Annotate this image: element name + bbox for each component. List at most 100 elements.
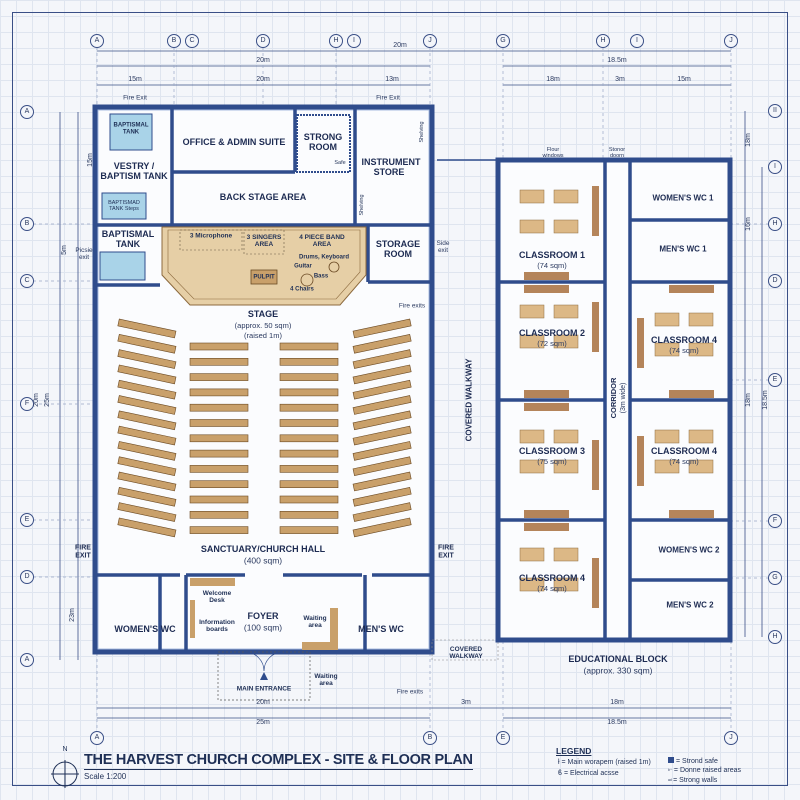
classroom-1-label: CLASSROOM 1 — [518, 250, 586, 261]
grid-bubble-left: D — [20, 570, 34, 584]
dim-top-edu: 18.5m — [607, 57, 627, 65]
pew — [189, 388, 249, 397]
pew — [279, 434, 339, 443]
wall-symbol-icon: ᵃᵈ — [668, 778, 674, 784]
drums-keyboard-label: Drums, Keyboard — [298, 254, 350, 261]
electrical-symbol-icon: ϐ — [558, 770, 564, 777]
singers-area-label: 3 SINGERS AREA — [246, 233, 282, 248]
desk — [519, 334, 545, 349]
grid-bubble-right: H — [768, 630, 782, 644]
waiting-area-label: Waiting area — [303, 614, 327, 629]
pew — [352, 456, 412, 476]
dim-segment: 3m — [615, 76, 625, 84]
legend-item: = Strond safe — [668, 757, 718, 765]
shelving-label: Shelving — [358, 194, 365, 216]
grid-bubble-top: J — [724, 34, 738, 48]
desk — [519, 219, 545, 234]
classroom-4b-label: CLASSROOM 4 — [650, 335, 718, 346]
waiting-area-label: Waiting area — [314, 672, 338, 687]
dimension-lines — [59, 50, 763, 719]
legend-item: ᵇ⁻ = Donne raised areas — [668, 767, 742, 774]
bass-label: Bass — [313, 273, 329, 280]
pews — [117, 318, 412, 538]
dim-bottom: 20m — [256, 699, 270, 707]
corridor-width-label: (3m wide) — [620, 382, 628, 414]
mens-wc2-label: MEN'S WC 2 — [666, 600, 714, 610]
legend-item: ϐ = Electrical acsse — [558, 770, 619, 777]
pulpit-symbol-icon: ł — [558, 759, 562, 766]
pew — [189, 342, 249, 351]
desk — [553, 459, 579, 474]
pew — [117, 471, 177, 492]
stage-area-label: (approx. 50 sqm) — [234, 320, 292, 330]
classroom-3-area: (75 sqm) — [537, 456, 567, 466]
fire-exits-label: Fire exits — [398, 302, 426, 310]
grid-bubble-bottom: E — [496, 731, 510, 745]
desk — [553, 304, 579, 319]
stonor-door-label: Stonor doorn — [608, 146, 626, 159]
baptismal-tank-label: BAPTISMAL TANK — [101, 229, 155, 249]
mens-wc-label: MEN'S WC — [358, 624, 404, 635]
dim-left: 20m — [33, 393, 41, 407]
grid-bubble-right: II — [768, 104, 782, 118]
dim-segment: 15m — [677, 76, 691, 84]
dim-left: 23m — [69, 608, 77, 622]
office-label: OFFICE & ADMIN SUITE — [182, 137, 286, 148]
pew — [352, 318, 412, 339]
baptismal-tank-top-label: BAPTISMAL TANK — [113, 122, 149, 135]
safe-symbol-icon — [668, 757, 674, 763]
desk — [688, 459, 714, 474]
desk — [654, 459, 680, 474]
grid-bubble-left: F — [20, 397, 34, 411]
desk — [553, 577, 579, 592]
pew — [352, 349, 412, 369]
stage-label: STAGE — [247, 309, 279, 320]
main-entrance-label: MAIN ENTRANCE — [236, 685, 292, 693]
foyer-area-label: (100 sqm) — [243, 622, 283, 633]
pew — [279, 357, 339, 366]
desk — [519, 459, 545, 474]
pew — [189, 357, 249, 366]
pew — [189, 403, 249, 412]
dim-right: 18.5m — [762, 390, 770, 410]
information-boards-label: Information boards — [199, 618, 235, 633]
pew — [352, 471, 412, 492]
covered-walkway-label: COVERED WALKWAY — [464, 358, 474, 442]
pew — [279, 388, 339, 397]
pew — [189, 465, 249, 473]
fire-exit-label: Fire Exit — [123, 94, 147, 102]
dim-right: 16m — [745, 217, 753, 231]
grid-bubble-bottom: B — [423, 731, 437, 745]
fire-exit-label: Fire Exit — [376, 94, 400, 102]
grid-bubble-top: H — [596, 34, 610, 48]
pew — [189, 449, 249, 458]
desk — [519, 577, 545, 592]
classroom-3-label: CLASSROOM 3 — [518, 446, 586, 457]
pew — [189, 419, 249, 427]
drawing-frame — [12, 12, 788, 786]
desk — [688, 429, 714, 444]
grid-bubble-right: I — [768, 160, 782, 174]
grid-bubble-top: D — [256, 34, 270, 48]
plan-title: THE HARVEST CHURCH COMPLEX - SITE & FLOO… — [84, 752, 473, 770]
desk — [688, 312, 714, 327]
grid-bubble-right: E — [768, 373, 782, 387]
pew — [279, 480, 339, 489]
pew — [352, 441, 412, 461]
pew — [279, 465, 339, 473]
grid-bubble-left: A — [20, 653, 34, 667]
classroom-4-area: (74 sqm) — [537, 583, 567, 593]
pew — [117, 395, 177, 415]
grid-bubble-left: B — [20, 217, 34, 231]
classroom-4-label: CLASSROOM 4 — [518, 573, 586, 584]
north-arrow-icon — [51, 760, 79, 788]
vestry-label: VESTRY / BAPTISM TANK — [100, 161, 168, 181]
classroom-4c-area: (74 sqm) — [669, 456, 699, 466]
pew — [189, 526, 249, 534]
shelving-label: Shelving — [418, 121, 425, 143]
desk — [519, 547, 545, 562]
flour-windows-label: Flour windows — [542, 146, 564, 159]
womens-wc2-label: WOMEN'S WC 2 — [658, 545, 720, 555]
pew — [117, 349, 177, 369]
desk — [553, 547, 579, 562]
